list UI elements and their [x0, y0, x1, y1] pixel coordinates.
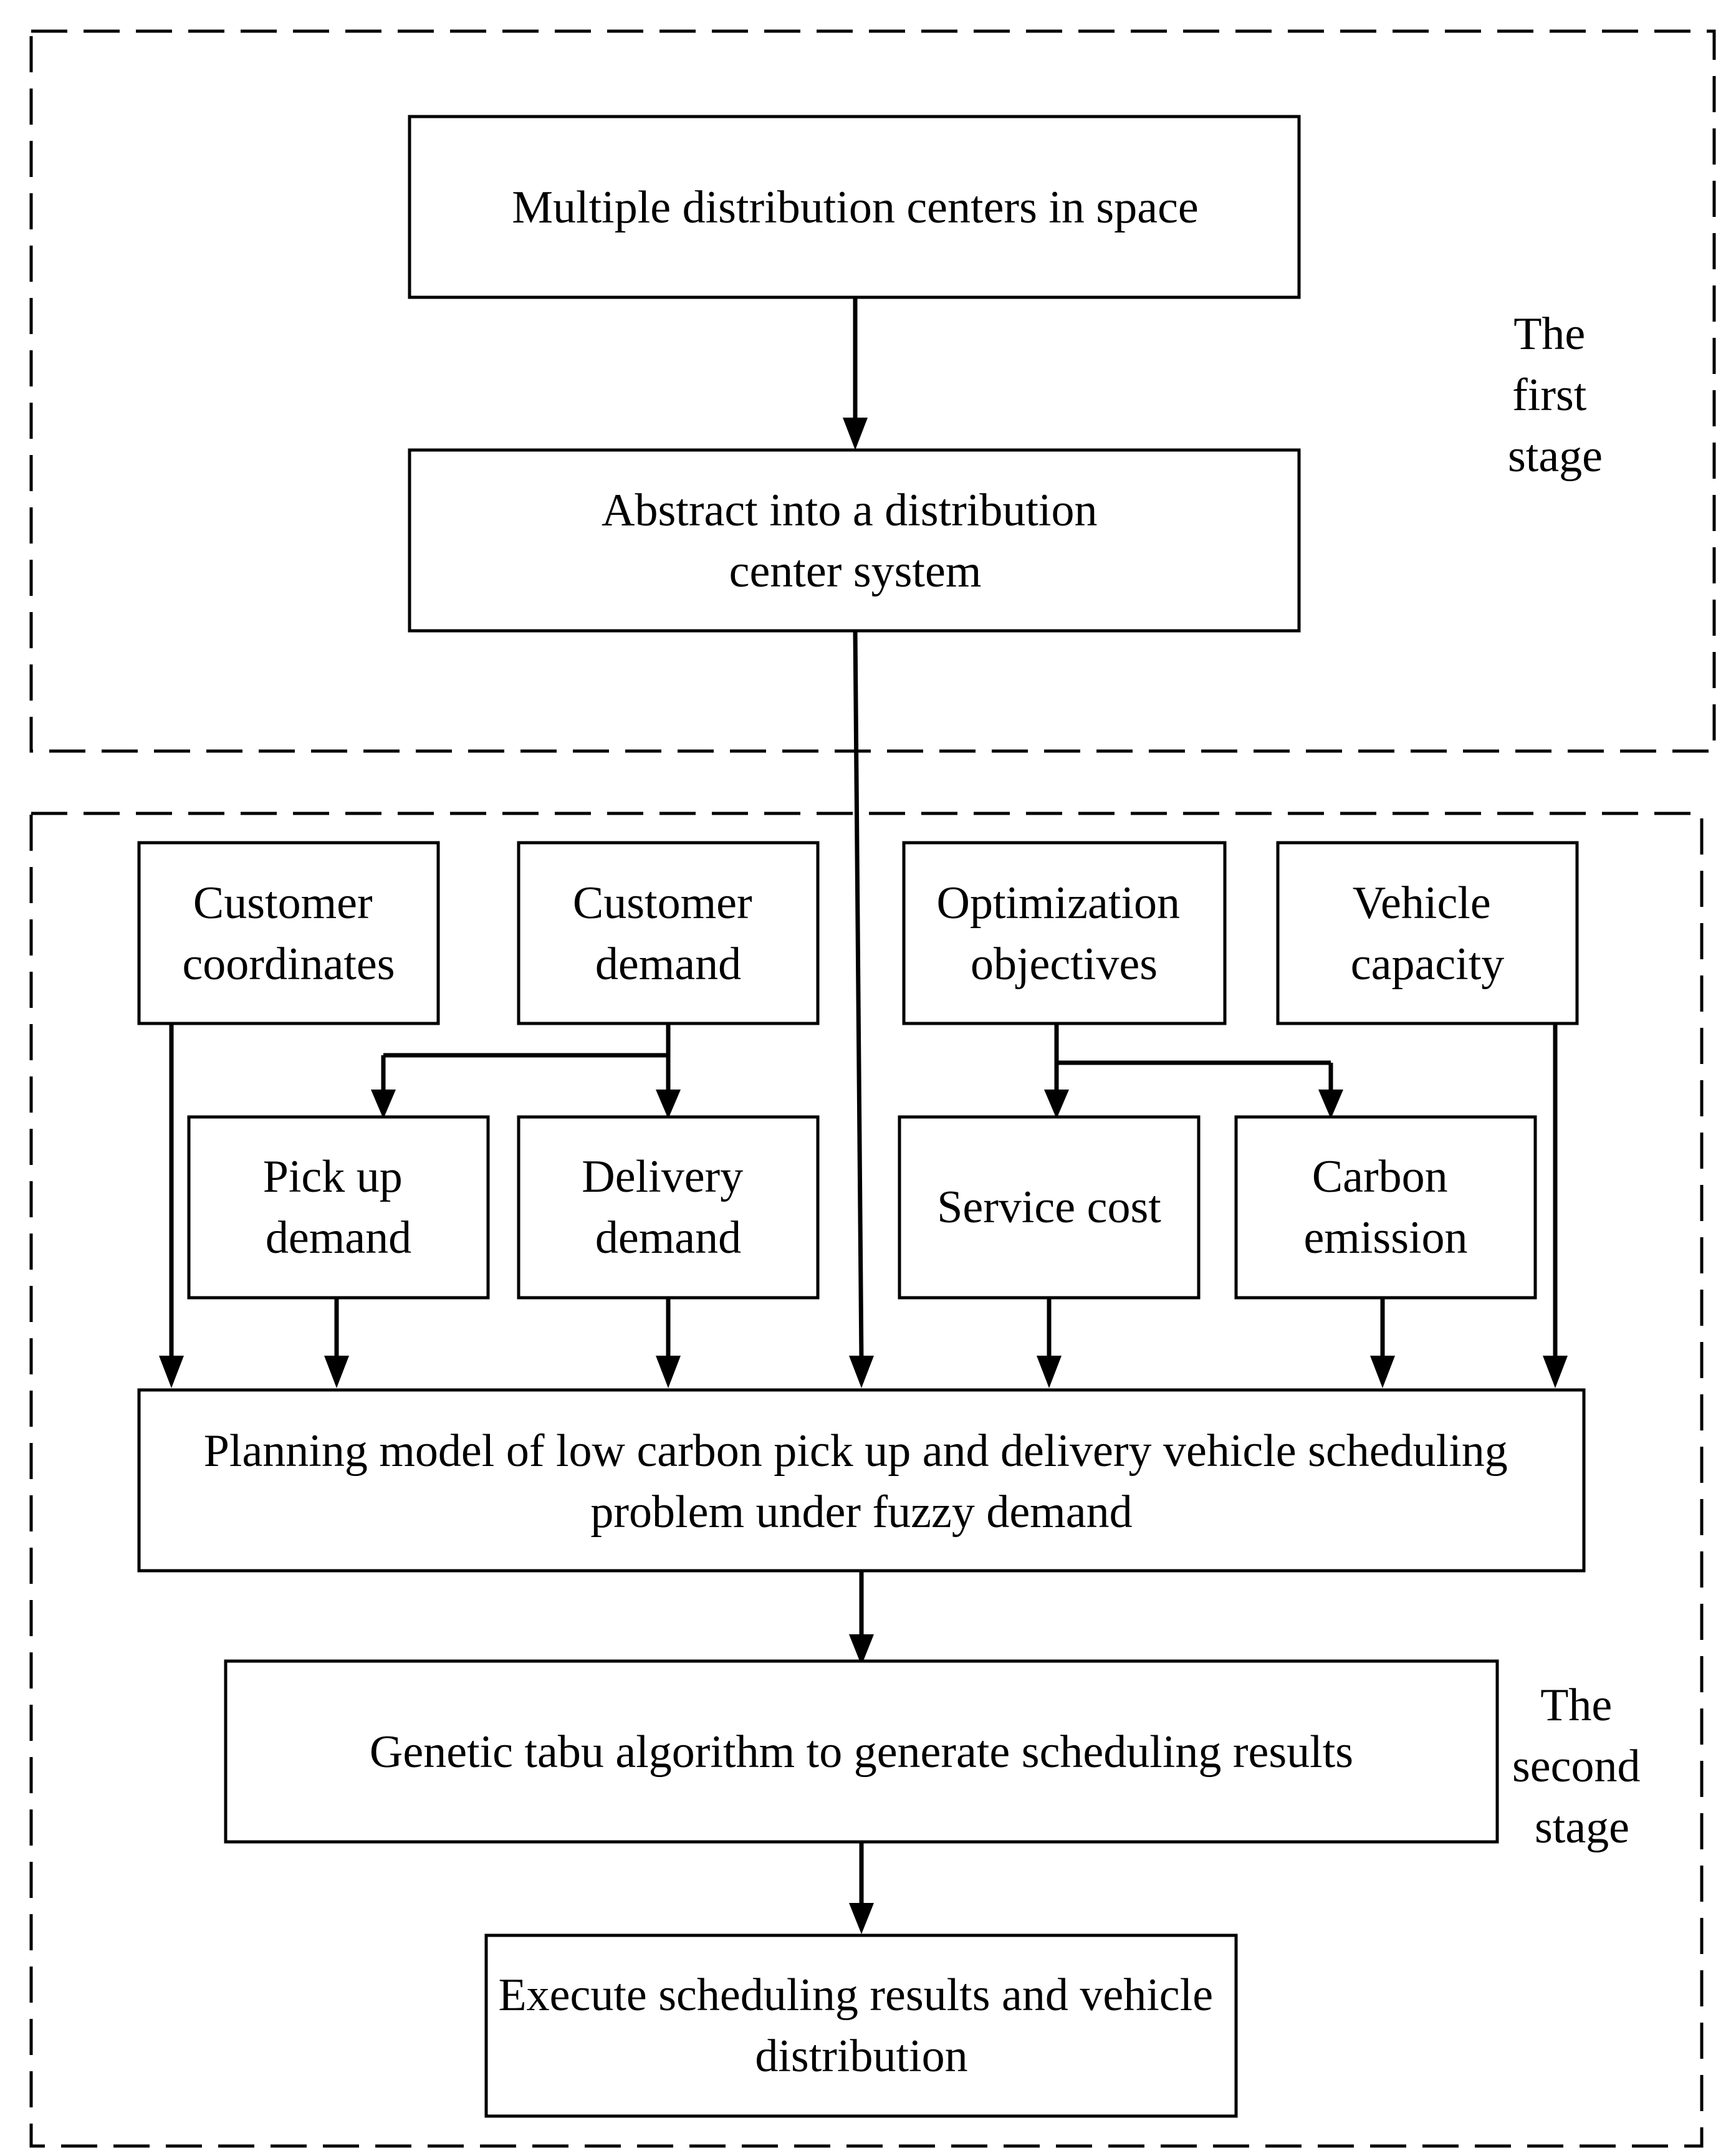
first-stage-frame: [29, 29, 1716, 753]
box-optimization-objectives-text: Optimization objectives: [937, 878, 1192, 990]
arrowhead-planning-coordinates: [159, 1356, 184, 1388]
box-customer-coordinates: Customer coordinates: [137, 841, 440, 1025]
box-genetic-tabu-text: Genetic tabu algorithm to generate sched…: [370, 1727, 1353, 1778]
arrowhead-planning-carbon: [1370, 1356, 1395, 1388]
arrowheads: [159, 418, 1568, 1934]
box-execute-results-text: Execute scheduling results and vehicle d…: [498, 1970, 1224, 2082]
arrowhead-delivery: [656, 1090, 681, 1119]
box-multiple-centers-text: Multiple distribution centers in space: [512, 182, 1199, 233]
box-carbon-emission: Carbon emission: [1234, 1115, 1537, 1300]
second-stage-frame: [29, 812, 1704, 2148]
box-genetic-tabu: Genetic tabu algorithm to generate sched…: [224, 1659, 1499, 1844]
box-service-cost-text: Service cost: [937, 1182, 1161, 1233]
arrowhead-pickup: [371, 1090, 396, 1119]
first-stage-label: The first stage: [1508, 309, 1603, 482]
box-execute-results: Execute scheduling results and vehicle d…: [484, 1933, 1238, 2118]
arrowhead-service: [1044, 1090, 1069, 1119]
arrowhead-planning-pickup: [324, 1356, 349, 1388]
arrowhead-abstract: [843, 418, 868, 450]
box-planning-model: Planning model of low carbon pick up and…: [137, 1388, 1586, 1573]
box-pickup-demand: Pick up demand: [187, 1115, 490, 1300]
box-planning-model-text: Planning model of low carbon pick up and…: [204, 1425, 1520, 1538]
box-customer-coordinates-text: Customer coordinates: [182, 878, 395, 990]
box-optimization-objectives: Optimization objectives: [902, 841, 1227, 1025]
box-service-cost: Service cost: [898, 1115, 1201, 1300]
box-delivery-demand: Delivery demand: [517, 1115, 820, 1300]
box-customer-demand-text: Customer demand: [573, 878, 764, 990]
box-carbon-emission-text: Carbon emission: [1303, 1151, 1467, 1263]
second-stage-label: The second stage: [1512, 1680, 1652, 1853]
box-multiple-centers: Multiple distribution centers in space: [408, 115, 1301, 299]
box-abstract-system-text: Abstract into a distribution center syst…: [602, 485, 1109, 597]
arrowhead-execute: [849, 1903, 874, 1934]
box-vehicle-capacity-text: Vehicle capacity: [1351, 878, 1505, 990]
connectors: [169, 298, 1558, 1909]
arrowhead-planning-delivery: [656, 1356, 681, 1388]
connector-abstract-to-planning: [853, 630, 864, 1363]
arrowhead-planning-abstract: [849, 1356, 874, 1388]
arrowhead-genetic: [849, 1634, 874, 1665]
box-delivery-demand-text: Delivery demand: [582, 1151, 754, 1263]
arrowhead-planning-capacity: [1543, 1356, 1568, 1388]
arrowhead-carbon: [1318, 1090, 1343, 1119]
box-abstract-system: Abstract into a distribution center syst…: [408, 448, 1301, 633]
box-customer-demand: Customer demand: [517, 841, 820, 1025]
box-vehicle-capacity: Vehicle capacity: [1276, 841, 1579, 1025]
arrowhead-planning-service: [1037, 1356, 1062, 1388]
box-pickup-demand-text: Pick up demand: [263, 1151, 415, 1263]
